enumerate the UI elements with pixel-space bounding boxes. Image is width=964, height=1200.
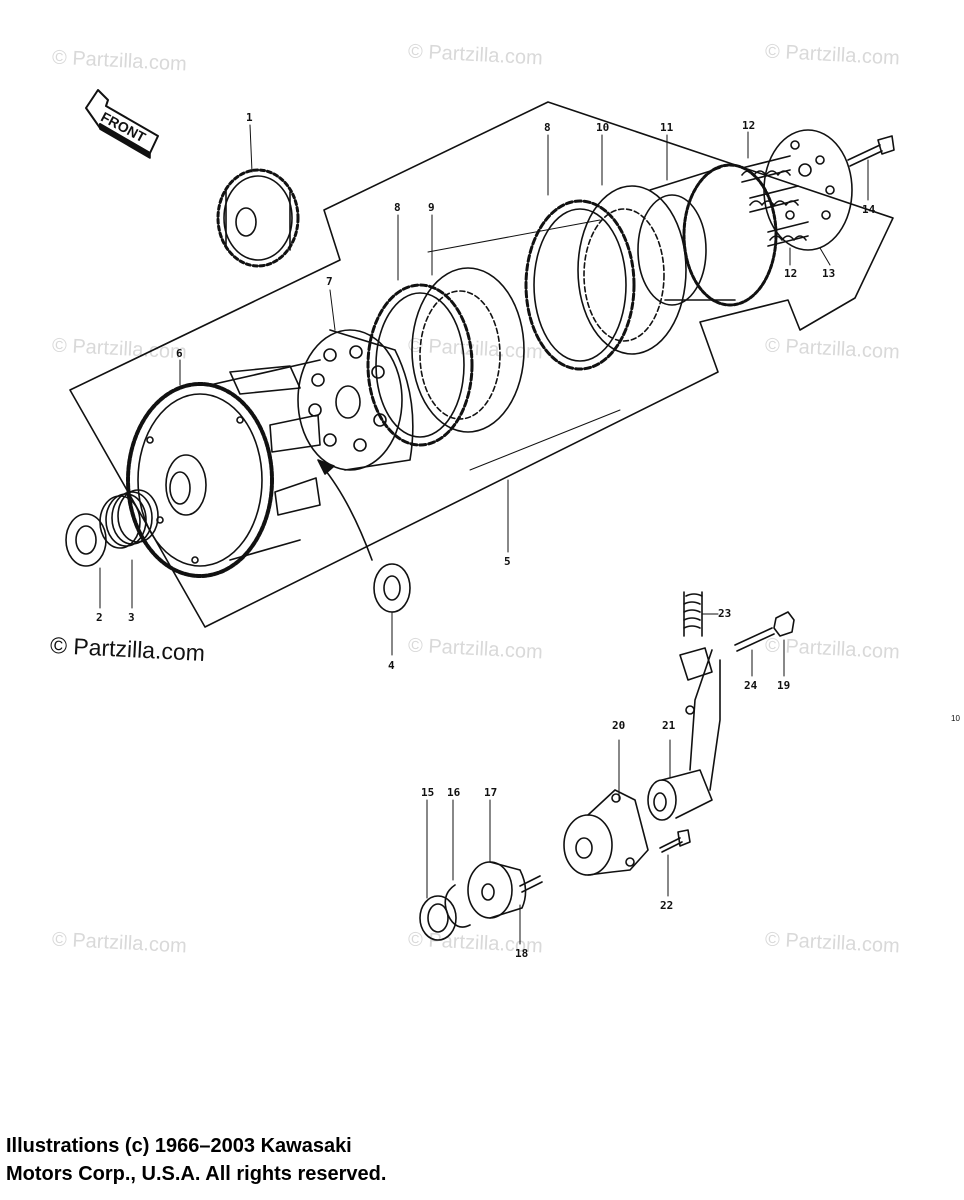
callout-4: 4 [388, 659, 395, 672]
callout-17: 17 [484, 786, 498, 799]
washer-15-icon [419, 895, 457, 941]
steel-plate-9-icon [411, 267, 525, 433]
bolt-14-icon [847, 135, 895, 167]
front-arrow-icon [85, 89, 159, 159]
callout-3: 3 [128, 611, 135, 624]
gear-1-icon [216, 168, 300, 268]
callout-12: 12 [742, 119, 756, 132]
callout-6: 6 [176, 347, 183, 360]
callout-21: 21 [662, 719, 676, 732]
spring-plate-13-icon [763, 129, 853, 251]
callout-24: 24 [744, 679, 758, 692]
callout-10: 10 [596, 121, 610, 134]
callout-16: 16 [447, 786, 461, 799]
circlip-16-icon [444, 884, 471, 928]
pointer-arrow [321, 465, 373, 561]
callout-15: 15 [421, 786, 435, 799]
bolt-24-icon [734, 627, 775, 652]
pressure-plate-11-icon [637, 163, 778, 307]
release-housing-20-icon [563, 789, 649, 876]
callout-13: 13 [822, 267, 836, 280]
clutch-housing-6-icon [126, 359, 321, 578]
callout-2: 2 [96, 611, 103, 624]
steel-plate-10-icon [577, 185, 687, 355]
bolt-22-icon [659, 837, 683, 853]
callout-5: 5 [504, 555, 511, 568]
springs-12-icon [741, 155, 809, 247]
callout-9: 9 [428, 201, 435, 214]
copyright-line-1: Illustrations (c) 1966–2003 Kawasaki [6, 1135, 352, 1157]
clutch-hub-7-icon [297, 329, 414, 471]
friction-plate-8-icon [366, 283, 474, 447]
callout-23: 23 [718, 607, 732, 620]
callout-11: 11 [660, 121, 674, 134]
callout-1: 1 [246, 111, 253, 124]
release-cam-17-icon [467, 861, 527, 919]
callout-7: 7 [326, 275, 333, 288]
rod-18-icon [519, 875, 543, 893]
callout-8: 8 [394, 201, 401, 214]
callout-14: 14 [862, 203, 876, 216]
friction-plate-8b-icon [524, 199, 636, 371]
page-number: 10 [951, 714, 960, 723]
copyright-line-2: Motors Corp., U.S.A. All rights reserved… [6, 1163, 387, 1185]
callout-19: 19 [777, 679, 791, 692]
callout-18: 18 [515, 947, 529, 960]
callout-8b: 8 [544, 121, 551, 134]
callout-20: 20 [612, 719, 626, 732]
spring-23-icon [683, 591, 703, 637]
washer-4-icon [373, 563, 411, 613]
nut-19-icon [773, 611, 795, 637]
callout-12b: 12 [784, 267, 798, 280]
callout-22: 22 [660, 899, 674, 912]
release-lever-21-icon [647, 647, 721, 821]
assembly-outline [69, 101, 894, 628]
copyright-notice: Illustrations (c) 1966–2003 Kawasaki Mot… [6, 1132, 386, 1188]
